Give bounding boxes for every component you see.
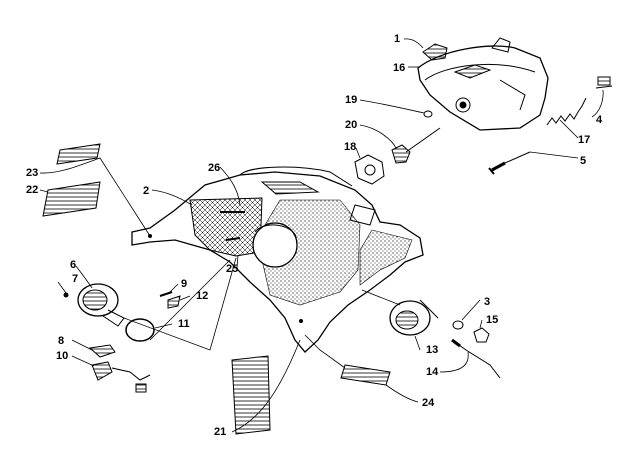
socket-icon	[354, 154, 385, 185]
callout-1[interactable]: 1	[394, 33, 401, 45]
bulb-icon	[391, 127, 441, 164]
hood-cowling-icon	[131, 166, 424, 353]
decal-icon	[340, 364, 391, 386]
callout-17[interactable]: 17	[578, 134, 591, 146]
callout-26[interactable]: 26	[208, 162, 221, 174]
callout-12[interactable]: 12	[196, 290, 209, 302]
callout-10[interactable]: 10	[56, 350, 69, 362]
callout-4[interactable]: 4	[596, 114, 603, 126]
decal-icon	[231, 355, 271, 435]
callout-21[interactable]: 21	[214, 426, 227, 438]
callout-16[interactable]: 16	[393, 62, 406, 74]
callout-5[interactable]: 5	[580, 155, 587, 167]
callout-19[interactable]: 19	[345, 94, 358, 106]
callout-18[interactable]: 18	[344, 141, 357, 153]
callout-20[interactable]: 20	[345, 119, 358, 131]
callout-8[interactable]: 8	[58, 335, 65, 347]
callout-25[interactable]: 25	[226, 263, 239, 275]
callout-23[interactable]: 23	[26, 167, 39, 179]
spring-icon	[546, 97, 587, 126]
callout-22[interactable]: 22	[26, 184, 39, 196]
decal-icon	[56, 143, 101, 165]
wiring-harness-icon	[88, 344, 151, 393]
callout-13[interactable]: 13	[426, 344, 439, 356]
callout-7[interactable]: 7	[72, 273, 79, 285]
ring-icon	[125, 318, 155, 342]
callout-9[interactable]: 9	[181, 278, 188, 290]
clip-icon	[422, 43, 448, 61]
gauge-icon	[77, 283, 125, 327]
callout-6[interactable]: 6	[70, 259, 77, 271]
callout-2[interactable]: 2	[143, 185, 150, 197]
screw-icon	[488, 151, 531, 175]
callout-24[interactable]: 24	[422, 397, 435, 409]
callout-3[interactable]: 3	[484, 296, 491, 308]
decal-icon	[42, 181, 101, 217]
screw-icon	[423, 110, 433, 118]
callout-11[interactable]: 11	[178, 318, 190, 330]
gauge-icon	[389, 299, 439, 336]
callout-14[interactable]: 14	[426, 366, 439, 378]
callout-15[interactable]: 15	[486, 314, 499, 326]
connector-icon	[595, 76, 613, 89]
